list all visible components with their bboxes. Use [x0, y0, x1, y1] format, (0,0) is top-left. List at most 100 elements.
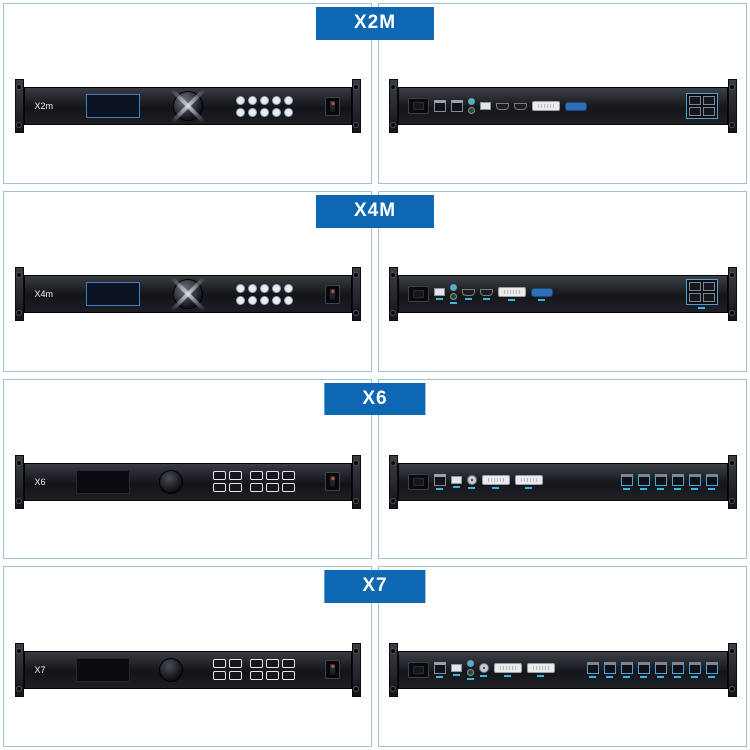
panel-button — [266, 483, 280, 493]
rear-ports — [397, 462, 728, 501]
dvi-port — [526, 662, 555, 673]
rack-ear-left — [14, 642, 24, 697]
button-grid — [213, 659, 243, 681]
dvi-port — [497, 287, 526, 298]
device-front-panel: X4m — [14, 267, 361, 322]
rack-ear-right — [351, 454, 361, 509]
jog-knob — [159, 657, 184, 682]
vga-port — [530, 287, 553, 297]
usb-port — [450, 475, 462, 484]
panel-button — [283, 283, 293, 293]
panel-model-label: X6 — [34, 476, 46, 487]
ethernet-output-port — [654, 661, 667, 674]
audio-jack — [467, 98, 475, 106]
product-row: X7 X7 — [3, 566, 747, 747]
panel-button — [250, 471, 264, 481]
ethernet-output-port — [671, 661, 684, 674]
panel-button — [213, 671, 227, 681]
power-inlet-port — [407, 661, 429, 678]
panel-button — [259, 95, 269, 105]
device-rear-panel — [388, 454, 737, 509]
dvi-port — [514, 474, 543, 485]
ethernet-output-port — [603, 661, 616, 674]
power-switch — [325, 472, 341, 492]
model-banner: X2M — [315, 7, 435, 40]
front-view-cell: X4m — [3, 190, 372, 372]
rack-ear-right — [727, 79, 737, 134]
port-label-tick — [691, 675, 698, 678]
product-row: X2M X2m — [3, 3, 747, 184]
button-grid — [235, 95, 293, 117]
ethernet-output-port — [654, 473, 667, 486]
power-switch — [325, 284, 341, 304]
port-label-tick — [623, 675, 630, 678]
panel-button — [282, 659, 296, 669]
device-rear-panel — [388, 267, 737, 322]
button-grid — [235, 283, 293, 305]
panel-button — [271, 107, 281, 117]
rack-ear-right — [351, 79, 361, 134]
usb-port — [433, 288, 445, 297]
hdmi-port — [495, 102, 509, 110]
panel-button — [213, 483, 227, 493]
rack-ear-left — [14, 267, 24, 322]
ethernet-port — [433, 100, 446, 113]
port-label-tick — [657, 487, 664, 490]
port-label-tick — [449, 302, 457, 305]
ethernet-output-port — [671, 473, 684, 486]
ethernet-output-block — [685, 93, 718, 120]
device-front-panel: X2m — [14, 79, 361, 134]
bnc-port — [478, 662, 489, 673]
panel-button — [250, 671, 264, 681]
panel-button — [259, 295, 269, 305]
ethernet-output-port — [688, 107, 701, 117]
port-label-tick — [537, 674, 544, 677]
button-grid — [213, 471, 243, 493]
panel-button — [229, 659, 243, 669]
ethernet-output-port — [586, 661, 599, 674]
power-switch — [325, 96, 341, 116]
ethernet-output-port — [637, 661, 650, 674]
hdmi-port — [479, 288, 493, 296]
ethernet-output-port — [702, 96, 715, 106]
model-banner: X4M — [315, 194, 435, 228]
rack-ear-right — [727, 267, 737, 322]
button-groups — [213, 471, 296, 493]
panel-button — [235, 295, 245, 305]
port-label-tick — [589, 675, 596, 678]
jog-knob — [172, 279, 203, 310]
port-label-tick — [480, 674, 487, 677]
panel-button — [283, 95, 293, 105]
panel-button — [271, 283, 281, 293]
ethernet-output-port — [688, 96, 701, 106]
rack-ear-right — [727, 642, 737, 697]
model-banner: X6 — [324, 382, 426, 416]
ethernet-output-port — [702, 282, 715, 292]
port-label-tick — [698, 307, 705, 310]
audio-jacks — [449, 284, 457, 301]
ethernet-output-port — [620, 473, 633, 486]
rack-ear-right — [351, 642, 361, 697]
ethernet-output-port — [688, 661, 701, 674]
audio-jack — [466, 659, 474, 667]
port-label-tick — [691, 487, 698, 490]
port-label-tick — [657, 675, 664, 678]
rear-view-cell — [378, 378, 747, 560]
panel-button — [250, 659, 264, 669]
ethernet-port — [450, 100, 463, 113]
rack-ear-left — [388, 642, 398, 697]
ethernet-output-port — [688, 473, 701, 486]
model-name: X2M — [353, 12, 397, 33]
panel-button — [282, 471, 296, 481]
port-label-tick — [708, 675, 715, 678]
vga-port — [564, 101, 587, 111]
port-label-tick — [508, 299, 515, 302]
audio-jack — [467, 107, 475, 115]
ethernet-port — [433, 473, 446, 486]
panel-button — [235, 107, 245, 117]
port-label-tick — [674, 487, 681, 490]
ethernet-output-block — [685, 279, 718, 306]
port-label-tick — [640, 487, 647, 490]
port-label-tick — [452, 485, 460, 488]
